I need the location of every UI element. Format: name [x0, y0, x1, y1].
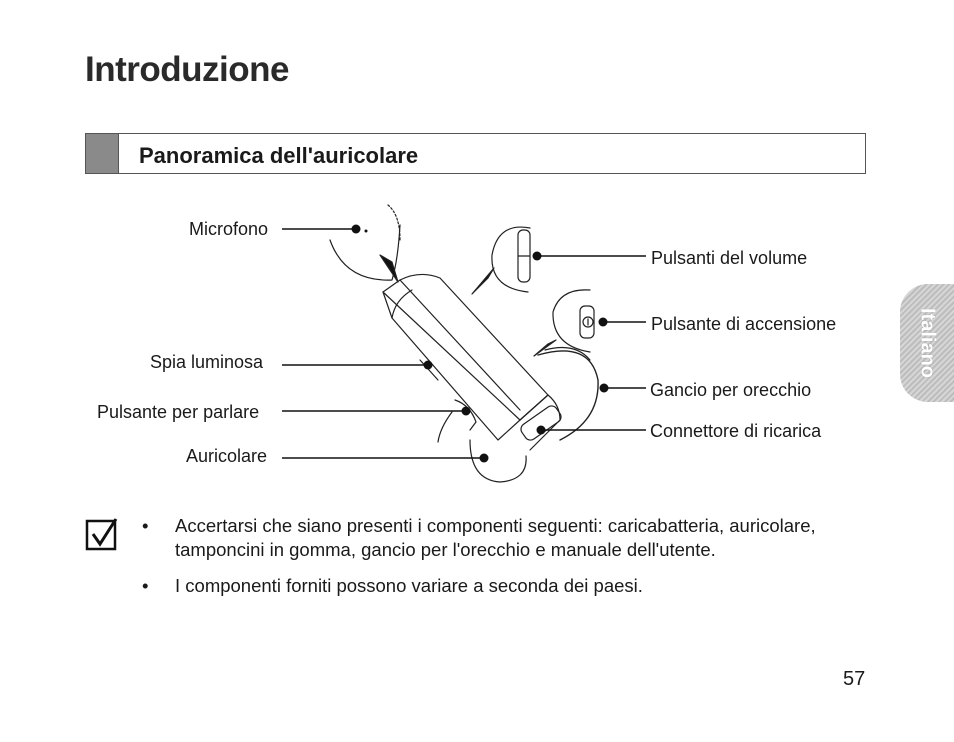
page-title: Introduzione — [85, 50, 289, 89]
label-talk-button: Pulsante per parlare — [97, 402, 260, 422]
label-volume-buttons: Pulsanti del volume — [651, 248, 808, 268]
language-side-tab: Italiano — [900, 284, 954, 402]
label-earpiece: Auricolare — [186, 446, 268, 466]
label-ear-hook: Gancio per orecchio — [650, 380, 812, 400]
section-heading: Panoramica dell'auricolare — [139, 143, 419, 168]
note-item: I componenti forniti possono variare a s… — [140, 574, 880, 598]
note-item: Accertarsi che siano presenti i componen… — [140, 514, 880, 562]
label-charging-connector: Connettore di ricarica — [650, 421, 822, 441]
page-number: 57 — [843, 668, 866, 690]
notes-list: Accertarsi che siano presenti i componen… — [140, 514, 880, 610]
section-marker — [86, 134, 119, 173]
label-power-button: Pulsante di accensione — [651, 314, 837, 334]
checkbox-check-icon — [85, 518, 118, 551]
section-header: Panoramica dell'auricolare — [85, 133, 866, 174]
label-indicator-light: Spia luminosa — [150, 352, 264, 372]
label-microphone: Microfono — [189, 219, 269, 239]
